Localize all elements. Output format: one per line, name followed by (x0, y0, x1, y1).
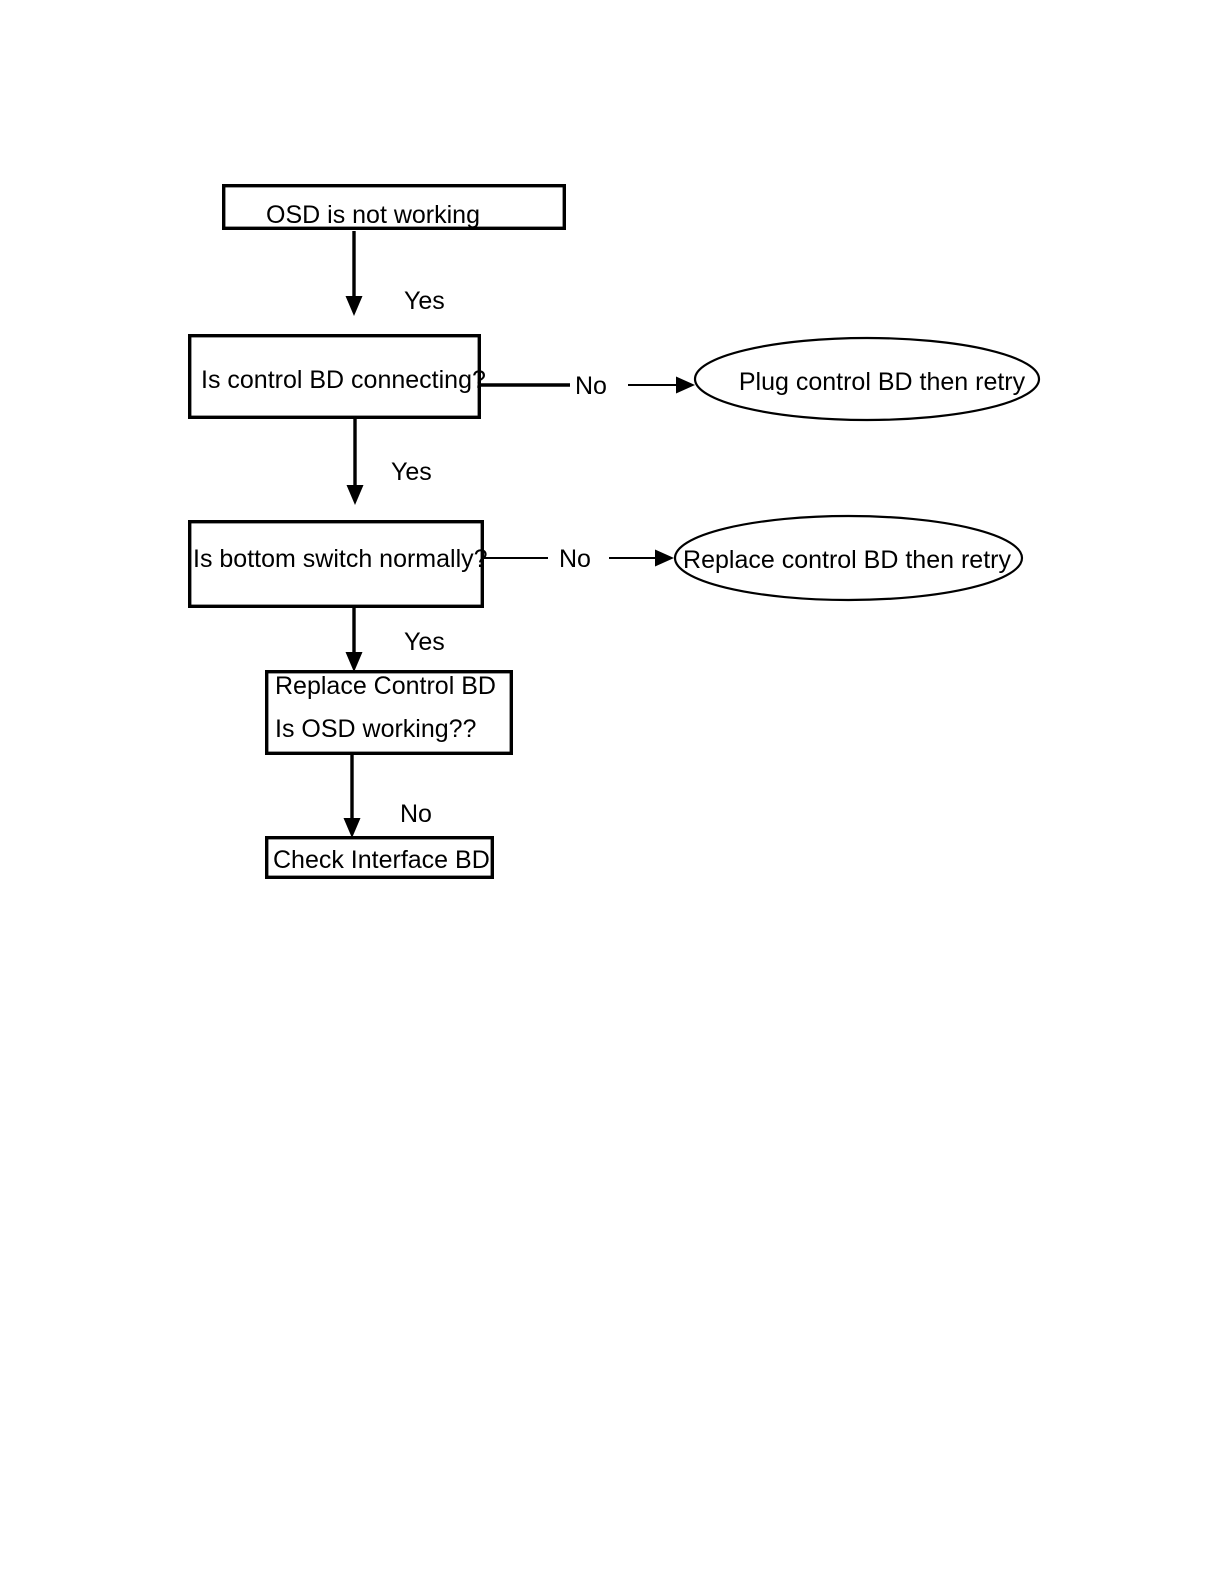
plug-control-bd-label: Plug control BD then retry (739, 368, 1026, 396)
edge-replace-to-check-interface: No (343, 755, 432, 838)
replace-control-bd-label-line1: Replace Control BD (275, 672, 496, 700)
decision-control-bd-label: Is control BD connecting? (201, 366, 486, 394)
decision-bottom-switch-label: Is bottom switch normally? (193, 545, 488, 573)
edge-label-yes-1: Yes (404, 287, 445, 315)
node-replace-control-bd: Replace Control BD Is OSD working?? (265, 670, 514, 756)
node-plug-control-bd: Plug control BD then retry (693, 336, 1041, 422)
arrow-head-icon (345, 652, 363, 672)
node-decision-bottom-switch: Is bottom switch normally? (187, 520, 488, 609)
replace-control-bd-retry-label: Replace control BD then retry (683, 546, 1011, 574)
check-interface-bd-box (265, 836, 495, 880)
replace-control-bd-label-line2: Is OSD working?? (275, 715, 476, 743)
node-check-interface-bd: Check Interface BD (265, 836, 495, 880)
decision-control-bd-box (187, 334, 482, 420)
replace-control-bd-box (265, 670, 514, 756)
edge-bottom-switch-to-replace-retry: No (482, 545, 674, 573)
check-interface-bd-label: Check Interface BD (273, 846, 490, 874)
node-decision-control-bd: Is control BD connecting? (187, 334, 486, 420)
edge-bottom-switch-to-replace: Yes (345, 608, 445, 672)
edge-label-yes-3: Yes (404, 628, 445, 656)
replace-control-bd-retry-ellipse (673, 514, 1024, 602)
edge-control-bd-to-plug: No (479, 372, 695, 400)
arrow-head-icon (346, 485, 364, 505)
node-start: OSD is not working (221, 183, 567, 230)
edge-start-to-control-bd: Yes (345, 231, 445, 316)
node-replace-control-bd-retry: Replace control BD then retry (673, 514, 1024, 602)
plug-control-bd-ellipse (693, 336, 1041, 422)
edge-control-bd-to-bottom-switch: Yes (346, 419, 432, 505)
edge-label-no-1: No (575, 372, 607, 400)
edge-label-no-2: No (559, 545, 591, 573)
start-box (221, 183, 567, 230)
edge-label-no-3: No (400, 800, 432, 828)
arrow-head-icon (345, 296, 363, 316)
edge-label-yes-2: Yes (391, 458, 432, 486)
arrow-head-icon (676, 376, 695, 394)
start-label: OSD is not working (266, 201, 480, 229)
arrow-head-icon (655, 549, 674, 567)
arrow-head-icon (343, 818, 361, 838)
decision-bottom-switch-box (187, 520, 485, 609)
